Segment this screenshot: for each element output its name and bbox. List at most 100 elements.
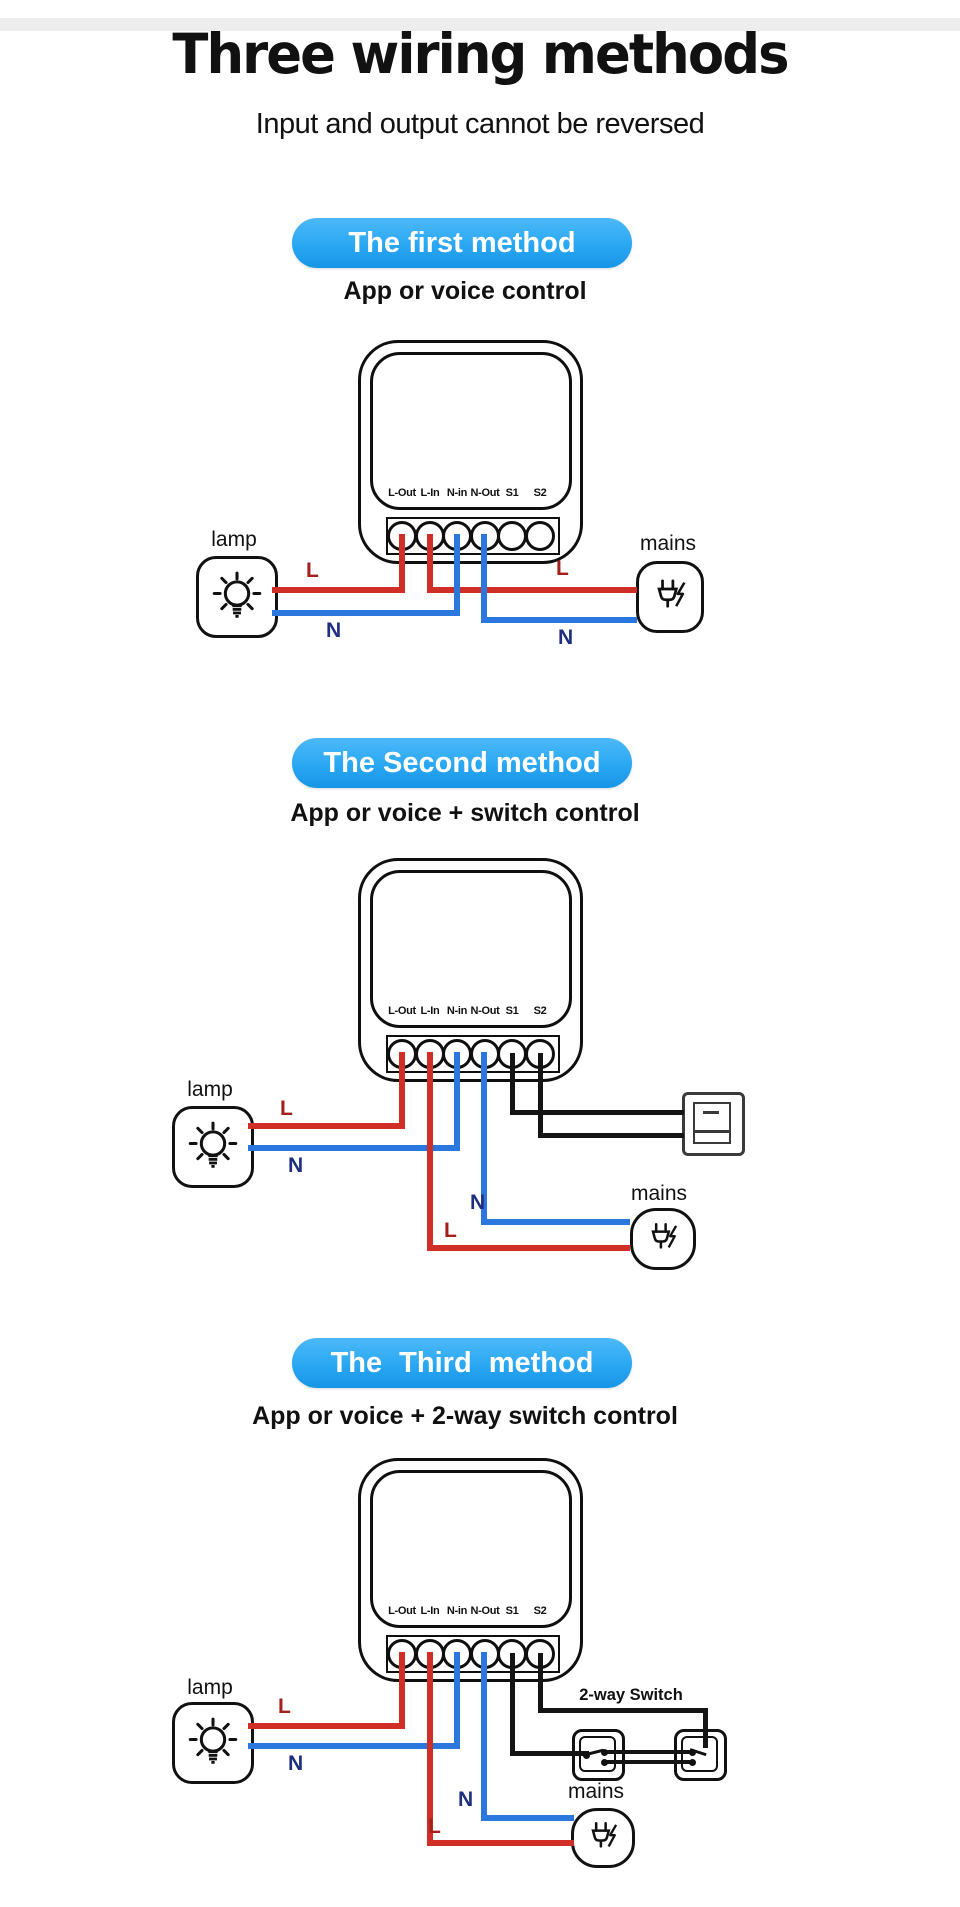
module-face xyxy=(370,1470,572,1628)
neutral-wire xyxy=(481,617,637,623)
switch-mechanism xyxy=(681,1736,718,1772)
switch-contact xyxy=(688,1758,696,1766)
traveler-wire xyxy=(603,1750,693,1754)
live-wire xyxy=(427,1840,574,1846)
method-3-badge: The Third method xyxy=(292,1338,632,1388)
terminal-label-n-out: N-Out xyxy=(470,1005,500,1017)
switch-wire xyxy=(510,1653,515,1756)
live-wire xyxy=(427,1052,433,1251)
traveler-wire xyxy=(603,1760,693,1764)
live-wire xyxy=(427,587,637,593)
light-bulb-glyph xyxy=(188,1121,238,1168)
two-way-switch-icon-right xyxy=(674,1729,727,1781)
method-1-badge: The first method xyxy=(292,218,632,268)
mains-icon xyxy=(636,561,704,633)
terminal-label-n-in: N-in xyxy=(446,1005,468,1017)
mains-label: mains xyxy=(567,1780,625,1803)
page-title: Three wiring methods xyxy=(172,22,789,86)
switch-wire xyxy=(703,1708,708,1748)
terminal-label-s1: S1 xyxy=(505,487,519,499)
live-wire xyxy=(272,587,405,593)
lamp-icon xyxy=(172,1106,254,1188)
neutral-wire xyxy=(481,1815,574,1821)
live-label: L xyxy=(306,559,319,582)
live-wire xyxy=(399,1052,405,1129)
neutral-wire xyxy=(248,1145,460,1151)
terminal-label-n-out: N-Out xyxy=(470,1605,500,1617)
terminal-label-l-out: L-Out xyxy=(388,487,416,499)
switch-wire xyxy=(510,1751,589,1756)
method-1-subtitle: App or voice control xyxy=(343,277,587,305)
page-subtitle: Input and output cannot be reversed xyxy=(255,108,705,140)
terminal-label-n-in: N-in xyxy=(446,1605,468,1617)
smart-switch-module-1: L-Out L-In N-in N-Out S1 S2 xyxy=(358,340,583,564)
neutral-wire xyxy=(454,1052,460,1151)
mains-label: mains xyxy=(639,532,697,555)
rocker-mark xyxy=(703,1111,719,1114)
terminal-label-l-in: L-In xyxy=(420,1005,440,1017)
lamp-icon xyxy=(172,1702,254,1784)
terminal-label-s1: S1 xyxy=(505,1005,519,1017)
plug-bolt-glyph xyxy=(657,579,686,608)
terminal-label-l-in: L-In xyxy=(420,1605,440,1617)
light-bulb-glyph xyxy=(212,571,262,618)
smart-switch-module-2: L-Out L-In N-in N-Out S1 S2 xyxy=(358,858,583,1082)
method-1-badge-label: The first method xyxy=(348,227,576,259)
switch-wire xyxy=(510,1053,515,1115)
terminal-s2 xyxy=(525,521,555,551)
wall-switch-icon xyxy=(682,1092,745,1156)
switch-contact xyxy=(600,1758,608,1766)
neutral-label: N xyxy=(470,1191,486,1214)
lamp-icon xyxy=(196,556,278,638)
terminal-label-s2: S2 xyxy=(533,1005,547,1017)
switch-wire xyxy=(510,1110,684,1115)
neutral-wire xyxy=(481,1052,487,1225)
neutral-wire xyxy=(454,1652,460,1749)
method-3-subtitle: App or voice + 2-way switch control xyxy=(252,1402,678,1430)
terminal-label-l-out: L-Out xyxy=(388,1005,416,1017)
terminal-label-s2: S2 xyxy=(533,487,547,499)
neutral-label: N xyxy=(558,626,574,649)
live-wire xyxy=(248,1123,405,1129)
smart-switch-module-3: L-Out L-In N-in N-Out S1 S2 xyxy=(358,1458,583,1682)
method-2-badge-label: The Second method xyxy=(323,747,601,779)
live-label: L xyxy=(444,1219,457,1242)
neutral-wire xyxy=(272,610,460,616)
terminal-label-l-in: L-In xyxy=(420,487,440,499)
rocker-divider xyxy=(695,1130,729,1133)
live-wire xyxy=(427,534,433,593)
terminal-label-n-in: N-in xyxy=(446,487,468,499)
live-label: L xyxy=(556,557,569,580)
switch-wire xyxy=(538,1053,543,1138)
module-face xyxy=(370,352,572,510)
module-face xyxy=(370,870,572,1028)
mains-icon xyxy=(571,1808,635,1868)
switch-rocker xyxy=(693,1102,731,1144)
neutral-wire xyxy=(248,1743,460,1749)
switch-contact xyxy=(600,1748,608,1756)
switch-wire xyxy=(538,1653,543,1713)
live-wire xyxy=(248,1723,405,1729)
live-label: L xyxy=(278,1695,291,1718)
neutral-wire xyxy=(481,1219,630,1225)
switch-wire xyxy=(538,1133,684,1138)
plug-bolt-glyph xyxy=(651,1223,678,1249)
plug-bolt-glyph xyxy=(591,1822,618,1848)
neutral-label: N xyxy=(326,619,342,642)
live-label: L xyxy=(428,1815,441,1838)
neutral-wire xyxy=(481,534,487,623)
live-wire xyxy=(427,1652,433,1846)
neutral-label: N xyxy=(458,1788,474,1811)
lamp-label: lamp xyxy=(187,1676,233,1699)
method-2-badge: The Second method xyxy=(292,738,632,788)
live-wire xyxy=(399,1652,405,1729)
live-label: L xyxy=(280,1097,293,1120)
mains-icon xyxy=(630,1208,696,1270)
neutral-wire xyxy=(481,1652,487,1821)
top-band xyxy=(0,18,960,31)
terminal-s1 xyxy=(497,521,527,551)
two-way-switch-label: 2-way Switch xyxy=(579,1686,683,1704)
live-wire xyxy=(399,534,405,593)
mains-label: mains xyxy=(630,1182,688,1205)
